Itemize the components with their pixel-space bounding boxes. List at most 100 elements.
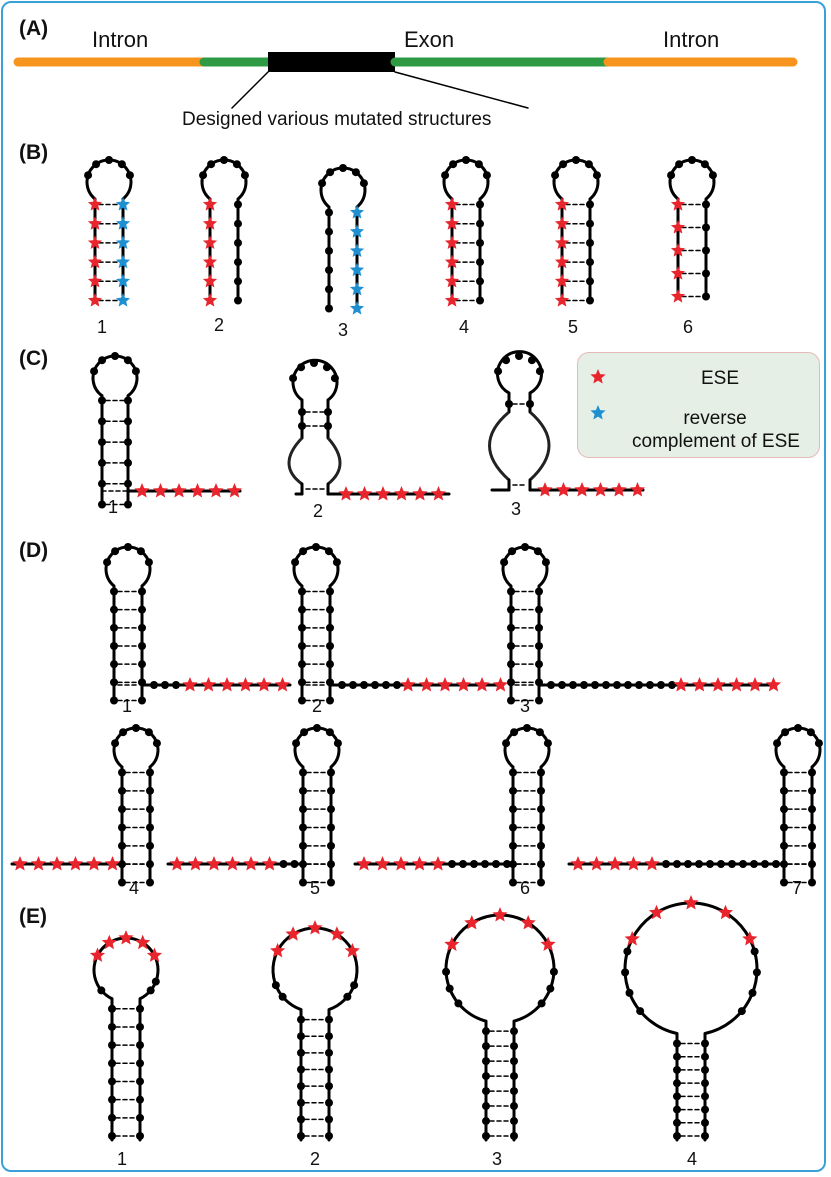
nucleotide	[537, 860, 545, 869]
nucleotide	[327, 841, 335, 850]
ese-star	[356, 486, 373, 501]
ese-star	[691, 677, 708, 692]
ese-star	[644, 856, 660, 871]
nucleotide	[673, 1039, 681, 1048]
nucleotide	[808, 823, 816, 832]
d-number-5: 5	[310, 878, 321, 898]
nucleotide	[546, 984, 555, 993]
nucleotide	[507, 642, 515, 650]
legend-reverse-label: reverse	[683, 408, 747, 429]
nucleotide	[297, 1082, 305, 1091]
nucleotide	[110, 660, 118, 669]
ese-star	[411, 856, 428, 871]
nucleotide	[701, 1052, 709, 1061]
nucleotide	[507, 587, 515, 596]
nucleotide	[808, 878, 816, 887]
nucleotide	[350, 981, 359, 990]
c-number-2: 2	[313, 501, 324, 521]
ese-star	[670, 220, 686, 234]
nucleotide	[312, 543, 320, 551]
nucleotide	[459, 860, 467, 868]
nucleotide	[232, 160, 241, 169]
nucleotide	[668, 681, 676, 689]
ese-star	[670, 243, 686, 257]
nucleotide	[781, 728, 790, 737]
nucleotide	[325, 246, 333, 255]
d-structure-1	[103, 543, 292, 705]
nucleotide	[509, 841, 517, 850]
exon-label: Exon	[404, 27, 455, 52]
ese-star	[393, 856, 409, 871]
nucleotide	[667, 171, 676, 180]
ese-star	[200, 677, 217, 692]
nucleotide	[326, 623, 334, 632]
ese-star	[115, 254, 131, 269]
nucleotide	[291, 558, 300, 567]
nucleotide	[322, 363, 331, 372]
nucleotide	[476, 277, 484, 286]
nucleotide	[814, 739, 823, 748]
nucleotide	[662, 860, 670, 868]
nucleotide	[673, 1079, 681, 1088]
nucleotide	[326, 605, 334, 614]
ese-star	[474, 677, 490, 692]
nucleotide	[507, 678, 515, 687]
nucleotide	[326, 587, 334, 596]
ese-star	[152, 483, 169, 498]
nucleotide	[586, 258, 594, 267]
nucleotide	[327, 878, 335, 887]
nucleotide	[297, 1132, 305, 1140]
nucleotide	[110, 642, 118, 650]
nucleotide	[124, 438, 132, 447]
b-structure-4	[441, 156, 491, 307]
ese-star	[202, 254, 218, 269]
nucleotide	[324, 422, 332, 430]
nucleotide	[325, 304, 333, 313]
nucleotide	[702, 269, 710, 278]
nucleotide	[123, 356, 132, 365]
nucleotide	[351, 168, 360, 177]
nucleotide	[299, 547, 308, 556]
nucleotide	[98, 438, 106, 447]
ese-star	[169, 856, 185, 871]
c-structure-2	[287, 358, 451, 501]
c-structure-3	[488, 350, 646, 497]
nucleotide	[136, 1095, 144, 1104]
ese-star	[683, 895, 699, 910]
nucleotide	[502, 739, 511, 748]
d-structure-2	[291, 543, 509, 705]
e-structure-2	[270, 920, 360, 1142]
ese-star	[349, 301, 365, 315]
ese-star	[202, 235, 218, 249]
nucleotide	[547, 681, 555, 689]
ese-star	[625, 856, 642, 871]
nucleotide	[462, 156, 470, 164]
nucleotide	[510, 1072, 518, 1081]
nucleotide	[325, 227, 333, 236]
ese-star	[208, 483, 224, 498]
ese-star	[455, 677, 472, 692]
ese-star	[134, 483, 150, 498]
nucleotide	[124, 500, 132, 509]
nucleotide	[338, 681, 346, 689]
ese-star	[104, 856, 121, 871]
nucleotide	[297, 1032, 305, 1041]
nucleotide	[327, 860, 335, 869]
nucleotide	[523, 724, 531, 732]
ese-star	[444, 936, 460, 951]
nucleotide	[290, 860, 299, 868]
ese-star	[12, 856, 28, 871]
nucleotide	[772, 860, 780, 868]
nucleotide	[537, 768, 545, 777]
nucleotide	[220, 156, 228, 164]
nucleotide	[98, 356, 107, 365]
b-number-6: 6	[683, 317, 694, 337]
nucleotide	[138, 623, 146, 632]
nucleotide	[325, 266, 333, 275]
legend-ese-label: ESE	[700, 368, 740, 389]
nucleotide	[808, 805, 816, 814]
b-number-1: 1	[97, 317, 108, 337]
nucleotide	[482, 1042, 490, 1051]
ese-star	[437, 677, 453, 692]
b-structure-1	[84, 156, 134, 307]
